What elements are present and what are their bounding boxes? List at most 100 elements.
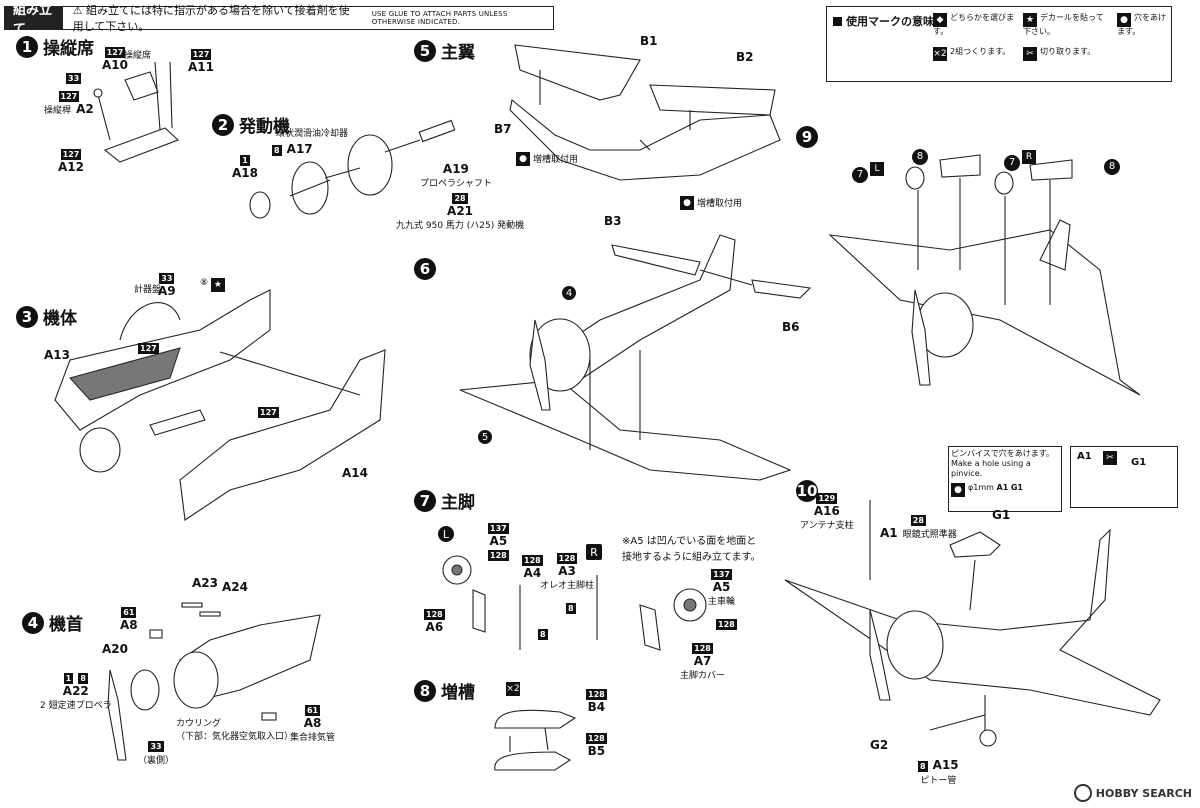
x2-icon: ×2: [933, 47, 947, 61]
legend-item-cut: ✂切り取ります。: [1023, 47, 1111, 61]
cut-icon: ✂: [1023, 47, 1037, 61]
hobby-search-logo-icon: [1073, 784, 1092, 802]
legend-item-decal: ★デカールを貼って下さい。: [1023, 13, 1104, 36]
left-marker-icon: L: [438, 526, 454, 542]
paint-127-b: 127: [258, 407, 279, 418]
paint-8-a: 8: [538, 629, 548, 640]
part-b3: B3: [604, 214, 622, 228]
assembly-header: 組み立て ⚠ 組み立てには特に指示がある場合を除いて接着剤を使用して下さい。 U…: [4, 3, 554, 37]
part-a17-desc: 環状潤滑油冷却器: [276, 129, 349, 139]
part-a10-desc: 操縦席: [124, 51, 152, 61]
part-b1: B1: [640, 34, 658, 48]
cowling-label: カウリング（下部：気化器空気取入口）: [176, 719, 294, 742]
right-marker-icon: R: [586, 544, 602, 560]
cockpit-seat-drawing: [93, 61, 180, 163]
part-a9-decal: ⑧ ★: [200, 278, 228, 292]
glue-warning: ⚠ 組み立てには特に指示がある場合を除いて接着剤を使用して下さい。: [72, 4, 350, 33]
aircraft-step6-drawing: [459, 234, 812, 481]
tank-mount-label-left: ●増槽取付用: [516, 152, 578, 166]
part-a5-right-paint: 128: [716, 619, 737, 630]
hole-icon: ●: [516, 152, 530, 166]
part-g2: G2: [870, 738, 889, 752]
fuselage-drawing: [54, 289, 386, 521]
a5-note: ※A5 は凹んでいる面を地面と接地するように組み立てます。: [622, 536, 761, 563]
aircraft-step10-drawing: [784, 500, 1161, 747]
tank-mount-label-right: ●増槽取付用: [680, 196, 742, 210]
legend-title: 使用マークの意味: [833, 13, 934, 29]
step9-8-left: 8: [912, 144, 928, 165]
part-b2: B2: [736, 50, 754, 64]
part-a9-desc: 計器盤: [134, 285, 162, 295]
part-a2-paint: 33: [66, 73, 82, 84]
wing-drawing: [509, 44, 781, 181]
cut-hint-box: A1 G1 ✂: [1070, 446, 1178, 508]
legend-item-choice: ◆どちらかを選びます。: [933, 13, 1014, 36]
hobby-search-watermark: HOBBY SEARCH: [1073, 784, 1192, 802]
back-side-label: 33（裏側）: [138, 741, 175, 766]
part-a14: A14: [342, 466, 368, 480]
decal-icon: ★: [210, 278, 225, 292]
symbol-legend: 使用マークの意味 ◆どちらかを選びます。 ★デカールを貼って下さい。 ●穴をあけ…: [826, 6, 1172, 82]
aircraft-step9-drawing: [828, 154, 1141, 396]
part-a24: A24: [222, 580, 248, 594]
hole-icon: ●: [680, 196, 694, 210]
pinvice-hint-box: ピンバイスで穴をあけます。Make a hole using a pinvice…: [948, 446, 1062, 512]
part-a20: A20: [102, 642, 128, 656]
cut-icon: ✂: [1103, 451, 1117, 465]
glue-warning-en: USE GLUE TO ATTACH PARTS UNLESS OTHERWIS…: [371, 10, 508, 26]
x2-badge: ×2: [506, 682, 523, 701]
step-10-title: 10: [796, 480, 818, 502]
landing-gear-drawing: [442, 555, 707, 651]
hole-icon: ●: [951, 483, 965, 497]
step6-ref-4: 4: [562, 286, 576, 300]
step-6-title: 6: [414, 258, 441, 280]
hole-icon: ●: [1117, 13, 1131, 27]
part-b7: B7: [494, 122, 512, 136]
part-a23: A23: [192, 576, 218, 590]
choice-icon: ◆: [933, 13, 947, 27]
nose-drawing: [107, 602, 321, 761]
engine-drawing: [249, 119, 456, 219]
drop-tank-drawing: [494, 709, 577, 771]
paint-127-a: 127: [138, 343, 159, 354]
x2-icon: ×2: [506, 682, 520, 696]
step9-8-right: 8: [1104, 154, 1120, 175]
step-9-title: 9: [796, 126, 823, 148]
paint-8-b: 8: [566, 603, 576, 614]
step6-ref-5: 5: [478, 430, 492, 444]
part-a13: A13: [44, 348, 70, 362]
part-a17: 8 A17: [272, 142, 313, 156]
part-g1: G1: [992, 508, 1011, 522]
header-title: 組み立て: [5, 3, 63, 37]
